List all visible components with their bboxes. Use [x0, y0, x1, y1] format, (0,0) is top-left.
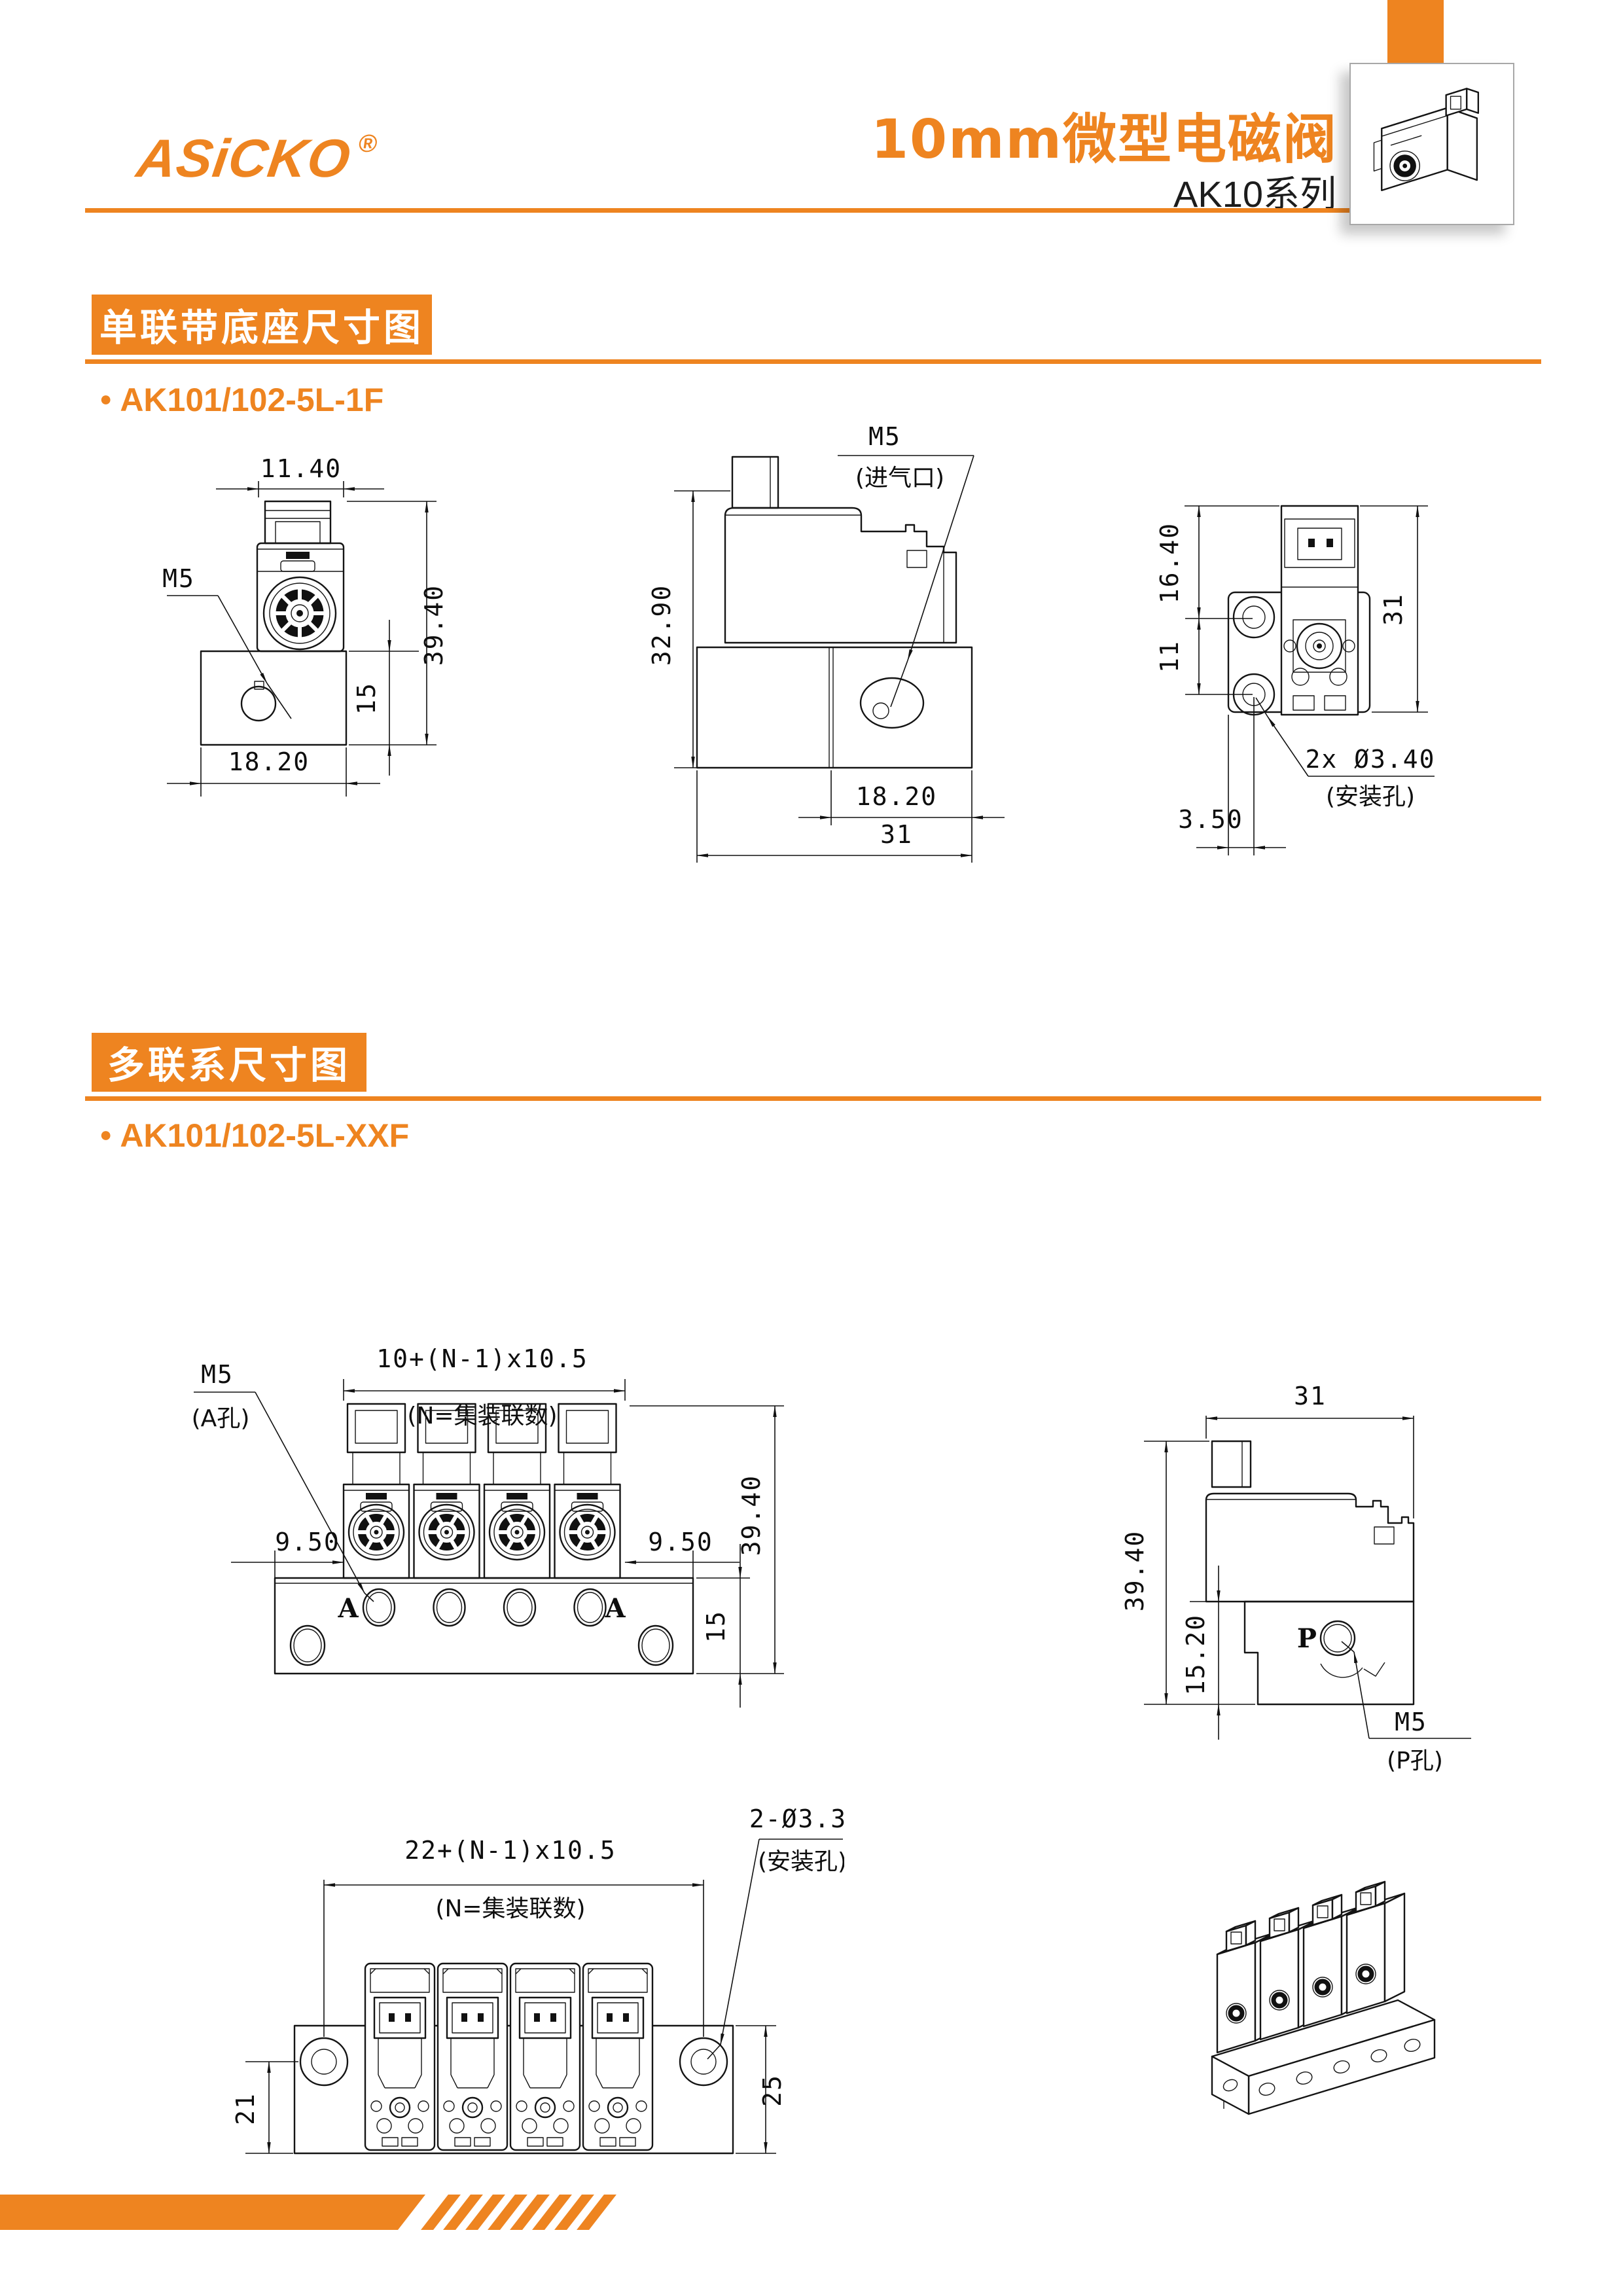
port-a-left-label: A — [337, 1593, 359, 1624]
base-block — [200, 650, 348, 746]
dim-base-height-label: 15 — [352, 682, 381, 715]
port-m5-note: (A孔) — [192, 1405, 250, 1432]
manifold-isometric-drawing — [1211, 1878, 1436, 2115]
pitch-formula-label: 10+(N-1)x10.5 — [376, 1344, 588, 1373]
manifold-front-view-drawing: 10+(N-1)x10.5 (N=集装联数) A A M5 (A孔) 9.50 … — [192, 1344, 784, 1708]
dim-bottom1-label: 18.20 — [856, 782, 937, 811]
bullet-icon: ● — [99, 1122, 113, 1146]
dim-bottom-label: 18.20 — [228, 747, 310, 776]
base-side-outline — [696, 646, 973, 769]
section-heading-single: 单联带底座尺寸图 — [92, 295, 432, 355]
dim-bottom-label: 3.50 — [1178, 805, 1243, 834]
footer-accent-bar — [0, 2195, 425, 2230]
section-heading-multi: 多联系尺寸图 — [92, 1033, 366, 1092]
dim-top-label: 16.40 — [1155, 522, 1184, 603]
brand-logo-text: ASiCKO — [133, 129, 355, 188]
port-m5-label: M5 — [162, 564, 195, 593]
width-formula-note: (N=集装联数) — [435, 1895, 585, 1922]
pitch-formula-note: (N=集装联数) — [407, 1403, 557, 1429]
dim-left-label: 9.50 — [275, 1528, 340, 1556]
dim-mid-label: 11 — [1155, 640, 1184, 673]
product-thumbnail — [1349, 63, 1514, 225]
mount-holes-label: 2x Ø3.40 — [1305, 745, 1435, 774]
corner-accent-bar — [1387, 0, 1444, 63]
dim-right-label: 31 — [1379, 593, 1408, 626]
dim-base-height-label: 15.20 — [1181, 1614, 1210, 1695]
port-m5-label: M5 — [1395, 1708, 1427, 1736]
model-number: AK101/102-5L-1F — [120, 382, 384, 418]
mount-holes-label: 2-Ø3.30 — [749, 1804, 844, 1833]
manifold-top-view-drawing: 22+(N-1)x10.5 (N=集装联数) 21 25 2-Ø3.30 (安装… — [231, 1804, 844, 2155]
dim-height-label: 39.40 — [737, 1475, 766, 1556]
mount-holes-note: (安装孔) — [1326, 783, 1415, 810]
iso-base — [1211, 1999, 1436, 2115]
manifold-block — [274, 1577, 694, 1675]
header-divider — [85, 208, 1351, 213]
valve-outline — [256, 500, 345, 653]
single-side-view-drawing: M5 (进气口) 32.90 18.20 31 — [647, 422, 1005, 863]
manifold-side-view-drawing: 31 P 39.40 15.20 M5 (P孔) — [1120, 1382, 1471, 1774]
valve-side-outline — [1205, 1440, 1415, 1603]
brand-logo: ASiCKO® — [133, 128, 380, 190]
dim-bottom2-label: 31 — [880, 820, 913, 849]
mount-holes-note: (安装孔) — [758, 1848, 844, 1875]
port-p-label: P — [1297, 1623, 1317, 1654]
single-rear-view-drawing: 16.40 11 3.50 31 2x Ø3.40 (安装孔) — [1155, 505, 1435, 855]
inlet-note-label: (进气口) — [855, 465, 944, 492]
product-valve-isometric-icon — [1373, 88, 1480, 192]
model-number: AK101/102-5L-XXF — [120, 1117, 410, 1154]
dim-base-height-label: 15 — [702, 1610, 730, 1643]
bullet-icon: ● — [99, 387, 113, 410]
dim-height-label: 32.90 — [647, 584, 676, 666]
series-subtitle: AK10系列 — [1173, 173, 1336, 215]
port-a-right-label: A — [604, 1593, 626, 1624]
valve-side-outline — [724, 456, 957, 644]
port-m5-label: M5 — [201, 1360, 234, 1389]
model-label-multi: ● AK101/102-5L-XXF — [99, 1117, 409, 1155]
registered-mark-icon: ® — [357, 130, 380, 158]
dim-right-label: 9.50 — [648, 1528, 713, 1556]
dim-height-label: 39.40 — [1120, 1530, 1149, 1611]
dim-width-label: 31 — [1294, 1382, 1327, 1410]
dim-right-label: 25 — [758, 2074, 787, 2107]
section-divider-multi — [85, 1096, 1541, 1101]
inlet-m5-label: M5 — [868, 422, 901, 451]
valve-rear-outline — [1280, 505, 1359, 716]
iso-valves — [1216, 1882, 1404, 2054]
model-label-single: ● AK101/102-5L-1F — [99, 381, 383, 419]
manifold-base-outline — [1243, 1600, 1415, 1706]
dim-left-label: 21 — [231, 2092, 260, 2125]
dim-height-label: 39.40 — [419, 584, 448, 666]
port-spokes — [275, 588, 325, 638]
dim-top-label: 11.40 — [260, 454, 342, 483]
page-title: 10mm微型电磁阀 — [871, 109, 1338, 171]
width-formula-label: 22+(N-1)x10.5 — [404, 1836, 616, 1865]
section-divider-single — [85, 359, 1541, 364]
port-m5-note: (P孔) — [1387, 1748, 1443, 1774]
single-front-view-drawing: 11.40 M5 — [162, 454, 448, 797]
